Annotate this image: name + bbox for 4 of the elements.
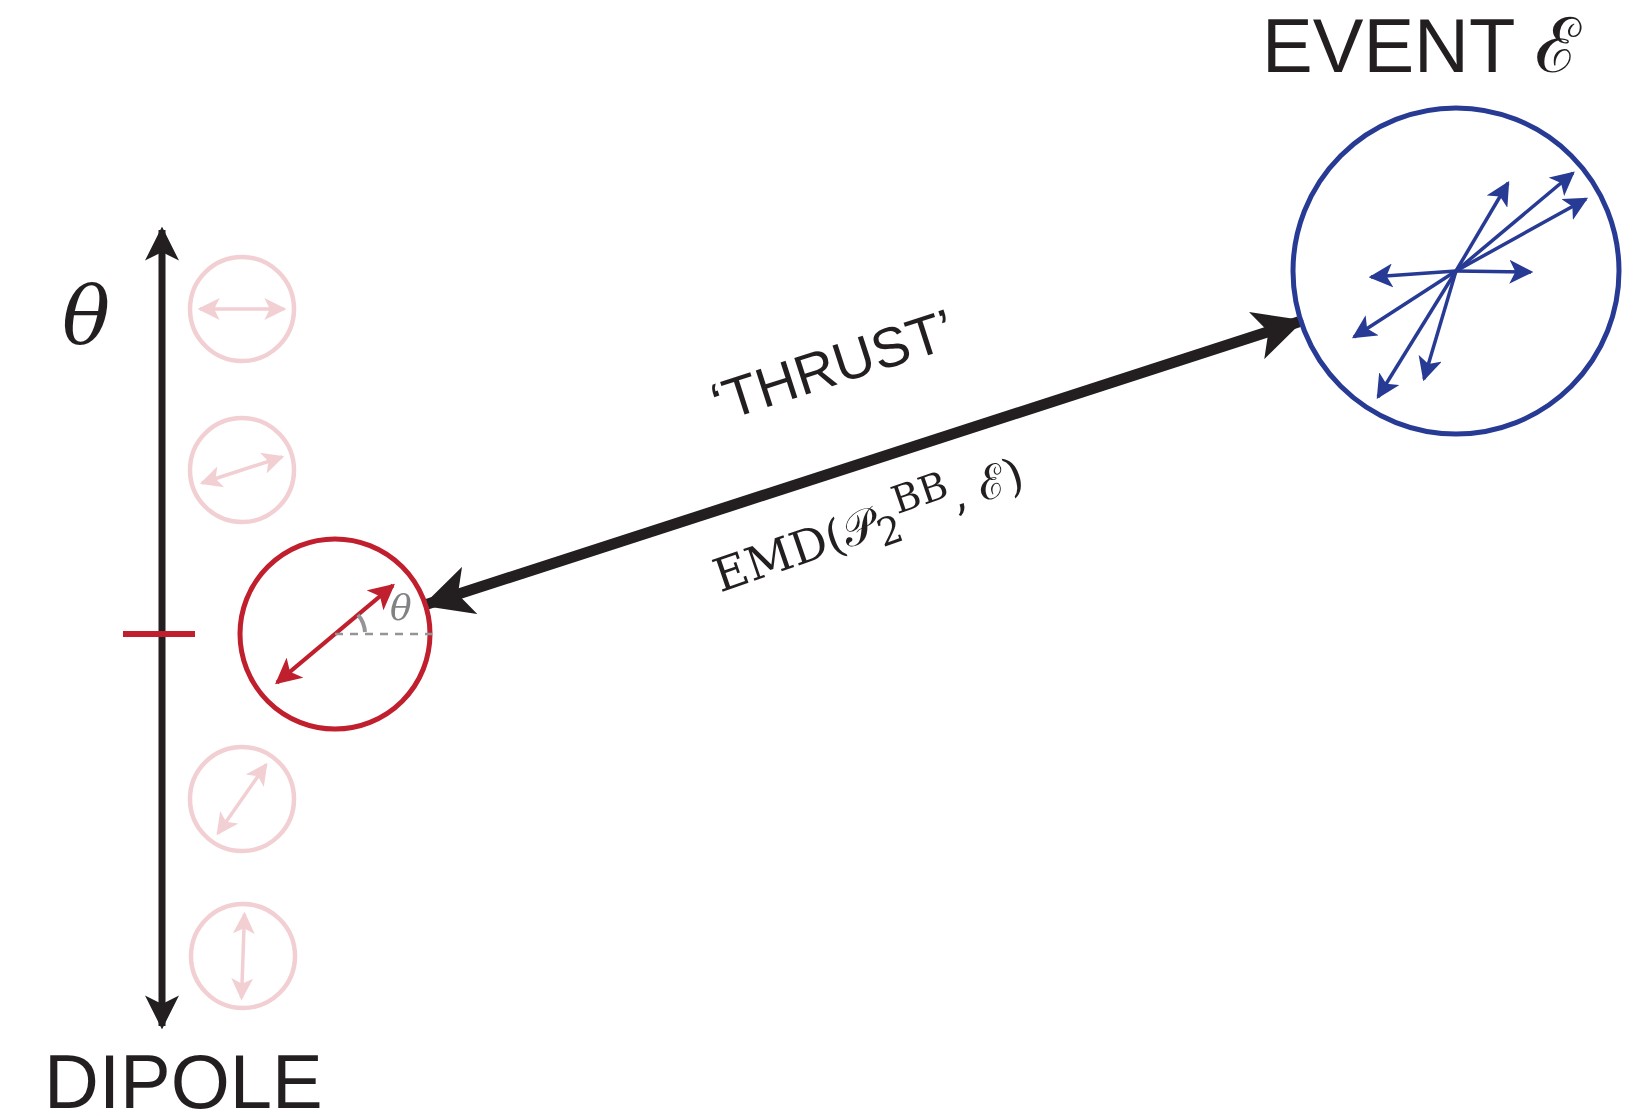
axis-label: θ bbox=[62, 276, 111, 356]
angle-label: θ bbox=[390, 590, 412, 626]
node-title: EVENT ℰ bbox=[1262, 8, 1582, 84]
axis-title: DIPOLE bbox=[44, 1044, 323, 1116]
